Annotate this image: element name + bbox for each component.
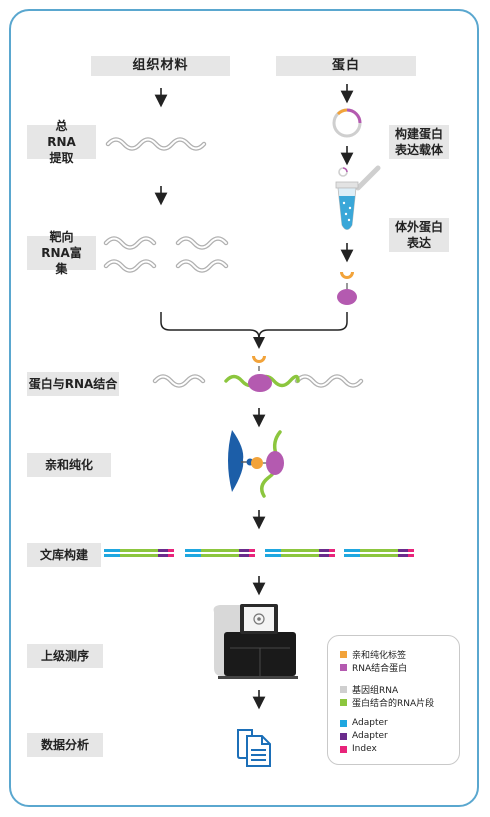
- merge-bracket: [160, 312, 348, 339]
- legend-item: RNA结合蛋白: [340, 661, 407, 674]
- step-analysis: 数据分析: [27, 733, 103, 757]
- diagram-frame: [9, 9, 479, 807]
- step-affinity: 亲和纯化: [27, 453, 111, 477]
- legend: 亲和纯化标签 RNA结合蛋白 基因组RNA 蛋白结合的RNA片段 Adapter…: [327, 635, 460, 765]
- tube-icon: [335, 165, 381, 230]
- step-sequencing: 上级测序: [27, 644, 103, 668]
- legend-swatch-tag: [340, 651, 347, 658]
- legend-swatch-adapter-1: [340, 719, 347, 727]
- header-tissue: 组织材料: [91, 56, 230, 76]
- legend-swatch-adapter-2: [340, 732, 347, 740]
- affinity-bead: [228, 430, 284, 498]
- legend-item: Index: [340, 744, 377, 754]
- arrow-down: [154, 88, 266, 710]
- step-binding: 蛋白与RNA结合: [27, 372, 119, 396]
- plasmid-icon: [332, 108, 362, 138]
- library-strips: [104, 549, 414, 557]
- document-icon: [237, 729, 271, 767]
- step-build-vector: 构建蛋白表达载体: [389, 125, 449, 159]
- step-library: 文库构建: [27, 543, 101, 567]
- legend-item: 亲和纯化标签: [340, 648, 406, 661]
- legend-item: Adapter: [340, 731, 388, 741]
- step-total-rna: 总RNA提取: [27, 119, 96, 165]
- step-target-rna: 靶向RNA富集: [27, 230, 96, 276]
- legend-swatch-index: [340, 745, 347, 753]
- sequencer-icon: [213, 604, 298, 679]
- legend-swatch-bound-rna: [340, 699, 347, 706]
- header-protein: 蛋白: [276, 56, 416, 76]
- legend-item: Adapter: [340, 718, 388, 728]
- protein-icon: [337, 272, 357, 305]
- step-protein-expression: 体外蛋白表达: [389, 218, 449, 252]
- legend-item: 基因组RNA: [340, 683, 398, 696]
- legend-swatch-genomic-rna: [340, 686, 347, 693]
- legend-item: 蛋白结合的RNA片段: [340, 696, 434, 709]
- legend-swatch-rbp: [340, 664, 347, 671]
